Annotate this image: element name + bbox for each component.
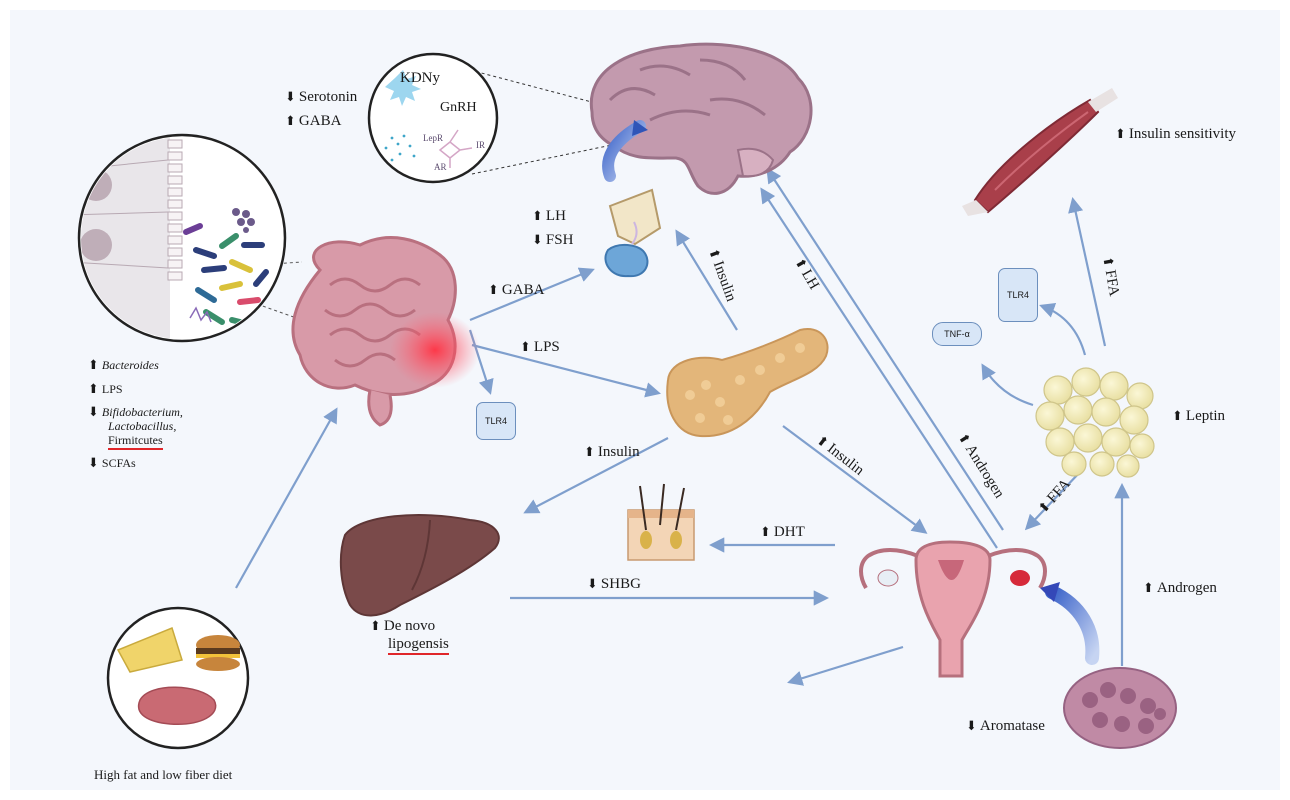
label-gnrh: GnRH <box>440 100 477 116</box>
arrow-diet-to-gut <box>236 410 336 588</box>
label-firmicutes: Firmitcutes <box>108 434 163 450</box>
arrow-gut-to-pancreas <box>472 345 658 393</box>
label-scfas: SCFAs <box>88 456 136 471</box>
label-lactobacillus: Lactobacillus, <box>108 420 176 434</box>
label-gaba-arrow: GABA <box>488 282 544 299</box>
label-fsh: FSH <box>532 232 573 249</box>
label-insulin-liver: Insulin <box>584 444 640 461</box>
label-lepr: LepR <box>423 133 443 143</box>
arrow-fat-to-tlr4 <box>1042 306 1085 355</box>
polycystic-ovary <box>1064 668 1176 748</box>
label-ir: IR <box>476 140 485 150</box>
arrow-pancreas-to-ovary <box>783 426 925 532</box>
label-lh-pituitary: LH <box>532 208 566 225</box>
label-de-novo: De novo <box>370 618 435 635</box>
adipose-tissue <box>1036 368 1154 477</box>
intestine <box>293 238 480 425</box>
arrow-fat-to-tnf <box>983 366 1033 405</box>
tlr4-gut-tag: TLR4 <box>476 402 516 440</box>
skin-section <box>628 484 694 560</box>
diet-plate <box>108 608 248 748</box>
label-serotonin: Serotonin <box>285 89 357 106</box>
label-lps-arrow: LPS <box>520 339 560 356</box>
label-gaba-brain: GABA <box>285 113 341 130</box>
label-bifidobacterium: Bifidobacterium, <box>88 405 183 420</box>
pituitary <box>605 190 660 276</box>
uterus <box>861 542 1045 676</box>
aromatase-arrow <box>1040 582 1092 658</box>
liver <box>341 515 499 616</box>
tlr4-fat-tag: TLR4 <box>998 268 1038 322</box>
brain <box>591 44 811 193</box>
label-ar: AR <box>434 162 447 172</box>
tnf-alpha-tag: TNF-α <box>932 322 982 346</box>
label-leptin: Leptin <box>1172 408 1225 425</box>
label-shbg: SHBG <box>587 576 641 593</box>
label-lps-gut: LPS <box>88 382 123 397</box>
label-insulin-sensitivity: Insulin sensitivity <box>1115 126 1236 143</box>
arrow-ovary-out <box>790 647 903 682</box>
microbiota-zoom <box>70 130 302 350</box>
label-aromatase: Aromatase <box>966 718 1045 735</box>
label-kdny: KDNy <box>400 70 440 87</box>
label-lipogenesis: lipogensis <box>388 636 449 655</box>
pancreas <box>667 329 827 436</box>
label-dht: DHT <box>760 524 805 541</box>
diet-caption: High fat and low fiber diet <box>94 768 232 783</box>
label-androgen-fat: Androgen <box>1143 580 1217 597</box>
label-bacteroides: Bacteroides <box>88 358 159 373</box>
muscle <box>962 88 1118 216</box>
